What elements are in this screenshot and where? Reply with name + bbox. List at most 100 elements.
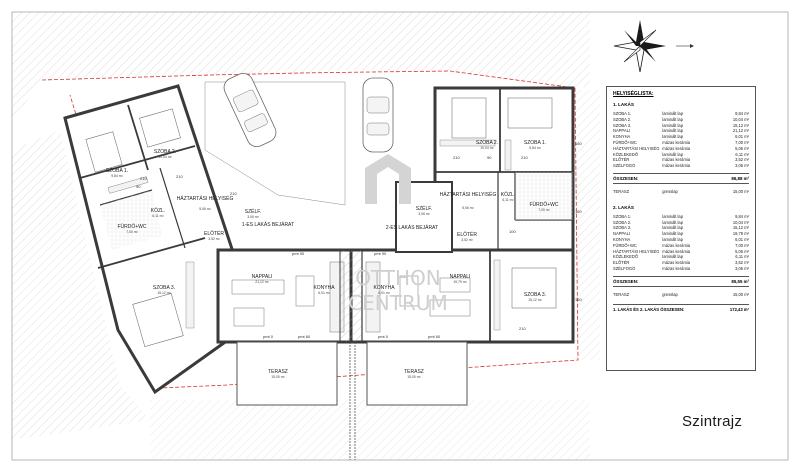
room-schedule-row: SZOBA 3. laminált lap 15,12 m² (613, 225, 749, 231)
room-area: 10,04 m² (158, 155, 172, 159)
room-area: 19,79 m² (453, 280, 467, 284)
dimension: pmt 0 (263, 334, 274, 339)
room-area: 7,00 m² (126, 230, 138, 234)
floor-type: laminált lap (662, 236, 683, 242)
entry-label: 2-ES LAKÁS BEJÁRAT (386, 224, 438, 231)
room-area: 6,01 m² (735, 134, 749, 140)
room-name: SZOBA 2. (613, 116, 632, 122)
room-schedule-row: SZOBA 1. laminált lap 9,84 m² (613, 111, 749, 117)
room-area: 5,06 m² (199, 207, 211, 211)
room-name: SZOBA 1. (613, 111, 632, 116)
room-area: 10,04 m² (732, 219, 749, 225)
floor-type: mázas kerámia (662, 242, 691, 248)
room-area: 15,00 m² (407, 375, 421, 379)
total-value: 85,55 m² (731, 278, 749, 284)
north-arrow-icon (676, 44, 694, 48)
terrace-floor: gresslap (662, 291, 678, 297)
room-name: KÖZLEKEDŐ (613, 254, 639, 260)
floor-type: mázas kerámia (662, 260, 691, 266)
apartment-1-rows: SZOBA 1. laminált lap 9,84 m² SZOBA 2. lamin… (613, 111, 749, 169)
floor-type: laminált lap (662, 225, 683, 231)
room-area: 6,11 m² (152, 214, 164, 218)
room-area: 3,52 m² (735, 260, 749, 266)
dimension: 90 (487, 155, 492, 160)
room-area: 21,12 m² (732, 128, 749, 134)
grand-total-value: 172,43 m² (729, 306, 749, 312)
room-name: HÁZTARTÁSI HELYISÉG (613, 145, 660, 151)
room-name: SZOBA 1. (613, 213, 632, 219)
room-name: KONYHA (613, 134, 631, 140)
room-area: 21,12 m² (255, 280, 269, 284)
apartment-blocks (216, 86, 575, 344)
terrace-area: 15,00 m² (732, 188, 749, 194)
dimension: pmt 60 (428, 334, 441, 339)
floor-type: laminált lap (662, 219, 683, 225)
room-label: SZÉLF. (245, 208, 261, 215)
car-icon (362, 77, 394, 153)
room-name: SZOBA 3. (613, 122, 632, 128)
floor-type: laminált lap (662, 116, 683, 122)
room-area: 5,06 m² (735, 248, 749, 254)
room-area: 6,11 m² (735, 151, 749, 157)
floor-type: laminált lap (662, 111, 683, 116)
floor-type: mázas kerámia (662, 265, 691, 271)
floor-type: mázas kerámia (662, 248, 691, 254)
room-label: SZOBA 3. (153, 285, 175, 291)
plot-boundary (41, 70, 579, 389)
site-hatch-bottom (150, 400, 590, 460)
total-label: ÖSSZESEN: (613, 278, 639, 284)
dimension: 210 (519, 326, 526, 331)
room-area: 3,06 m² (247, 215, 259, 219)
driveway (204, 81, 346, 206)
dimension: pmt 60 (298, 334, 311, 339)
room-label: ELŐTÉR (204, 230, 224, 237)
terrace-name: TERASZ (613, 188, 630, 194)
total-value: 86,88 m² (731, 175, 749, 181)
dimension-labels: 210 90 210 210 pmt 90 pmt 90 pmt 0 pmt 6… (136, 141, 582, 339)
room-label: TERASZ (268, 369, 288, 375)
terrace-floor: gresslap (662, 188, 678, 194)
room-area: 9,84 m² (735, 111, 749, 116)
room-label: NAPPALI (450, 274, 471, 280)
grand-total: 1. LAKÁS ÉS 2. LAKÁS ÖSSZESEN: 172,43 m² (613, 303, 749, 312)
room-name: ELŐTÉR (613, 157, 630, 163)
apartment-1-wing (63, 84, 237, 395)
room-schedule-row: SZOBA 2. laminált lap 10,04 m² (613, 117, 749, 123)
room-area: 19,79 m² (732, 231, 749, 237)
room-name: HÁZTARTÁSI HELYISÉG (613, 248, 660, 254)
dimension: pmt 90 (292, 251, 305, 256)
room-label: KÖZL. (151, 207, 165, 214)
terrace-2 (366, 341, 468, 406)
drawing-caption: Szintrajz (682, 413, 743, 430)
room-area: 10,04 m² (732, 116, 749, 122)
room-area: 9,84 m² (111, 174, 123, 178)
apartment-1-title: 1. LAKÁS (613, 102, 634, 107)
room-label: FÜRDŐ+WC (529, 201, 558, 208)
room-label: SZOBA 1. (106, 168, 128, 174)
room-name: SZOBA 3. (613, 225, 632, 231)
room-area: 15,12 m² (732, 225, 749, 231)
room-schedule: HELYISÉGLISTA: 1. LAKÁS SZOBA 1. laminált… (606, 86, 756, 371)
site-hatch-left (12, 130, 150, 440)
room-label: ELŐTÉR (457, 231, 477, 238)
floor-type: laminált lap (662, 128, 683, 134)
room-name: NAPPALI (613, 231, 630, 237)
room-schedule-title: HELYISÉGLISTA: (613, 91, 654, 97)
car-icon (223, 73, 277, 147)
room-area: 3,52 m² (208, 237, 220, 241)
total-label: ÖSSZESEN: (613, 175, 639, 181)
dimension: 100 (509, 229, 516, 234)
